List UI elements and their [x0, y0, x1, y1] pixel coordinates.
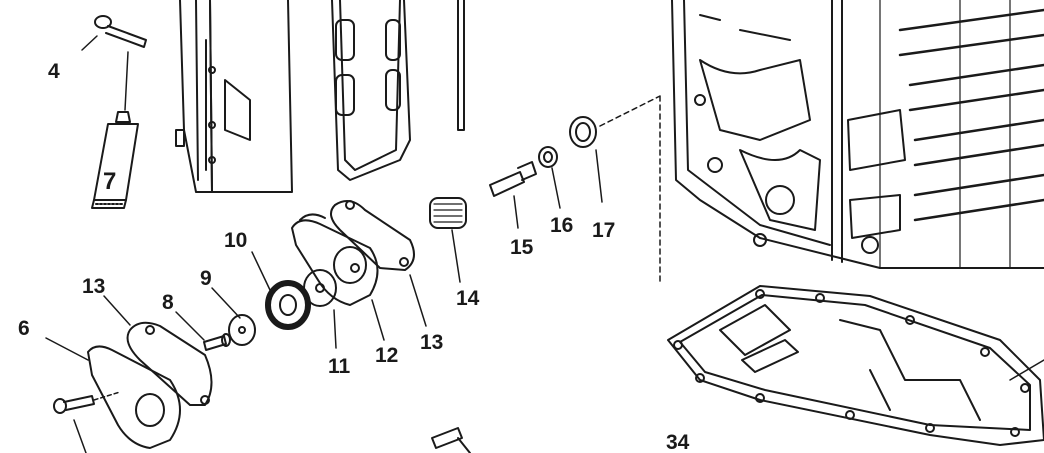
fitting-15-drawing	[489, 161, 537, 197]
callout-9: 9	[200, 267, 212, 290]
callout-6: 6	[18, 317, 30, 340]
callout-11: 11	[328, 355, 351, 378]
gasket-13-right-drawing	[299, 200, 415, 271]
screw-8-drawing	[203, 333, 231, 351]
sealant-tube-drawing	[91, 111, 139, 209]
rod-drawing	[457, 0, 465, 131]
seal-17-drawing	[569, 116, 597, 148]
gasket-13-left-drawing	[126, 321, 213, 406]
washer-9-drawing	[228, 314, 256, 346]
gasket-plate-drawing	[331, 0, 411, 181]
engine-block-drawing	[671, 0, 1044, 269]
callout-13-left: 13	[82, 275, 106, 298]
spring-14-drawing	[429, 197, 467, 283]
callout-10: 10	[224, 229, 248, 252]
bolt-4-drawing	[81, 15, 147, 111]
callout-7: 7	[103, 168, 117, 195]
manifold-cover-drawing	[175, 0, 293, 193]
gasket-34-drawing	[667, 285, 1044, 446]
bolt-bottom-drawing	[53, 391, 121, 453]
callout-16: 16	[550, 214, 574, 237]
cover-6-drawing	[87, 345, 181, 449]
callout-8: 8	[162, 291, 174, 314]
impeller-10-drawing	[265, 280, 311, 330]
housing-12-drawing	[291, 219, 379, 306]
callout-4: 4	[48, 60, 60, 83]
callout-14: 14	[456, 287, 480, 310]
callout-34: 34	[666, 431, 690, 453]
callout-15: 15	[510, 236, 534, 259]
nut-16-drawing	[538, 146, 558, 168]
callout-12: 12	[375, 344, 399, 367]
callout-17: 17	[592, 219, 616, 242]
callout-13-right: 13	[420, 331, 444, 354]
small-part-bottom-drawing	[431, 427, 471, 453]
